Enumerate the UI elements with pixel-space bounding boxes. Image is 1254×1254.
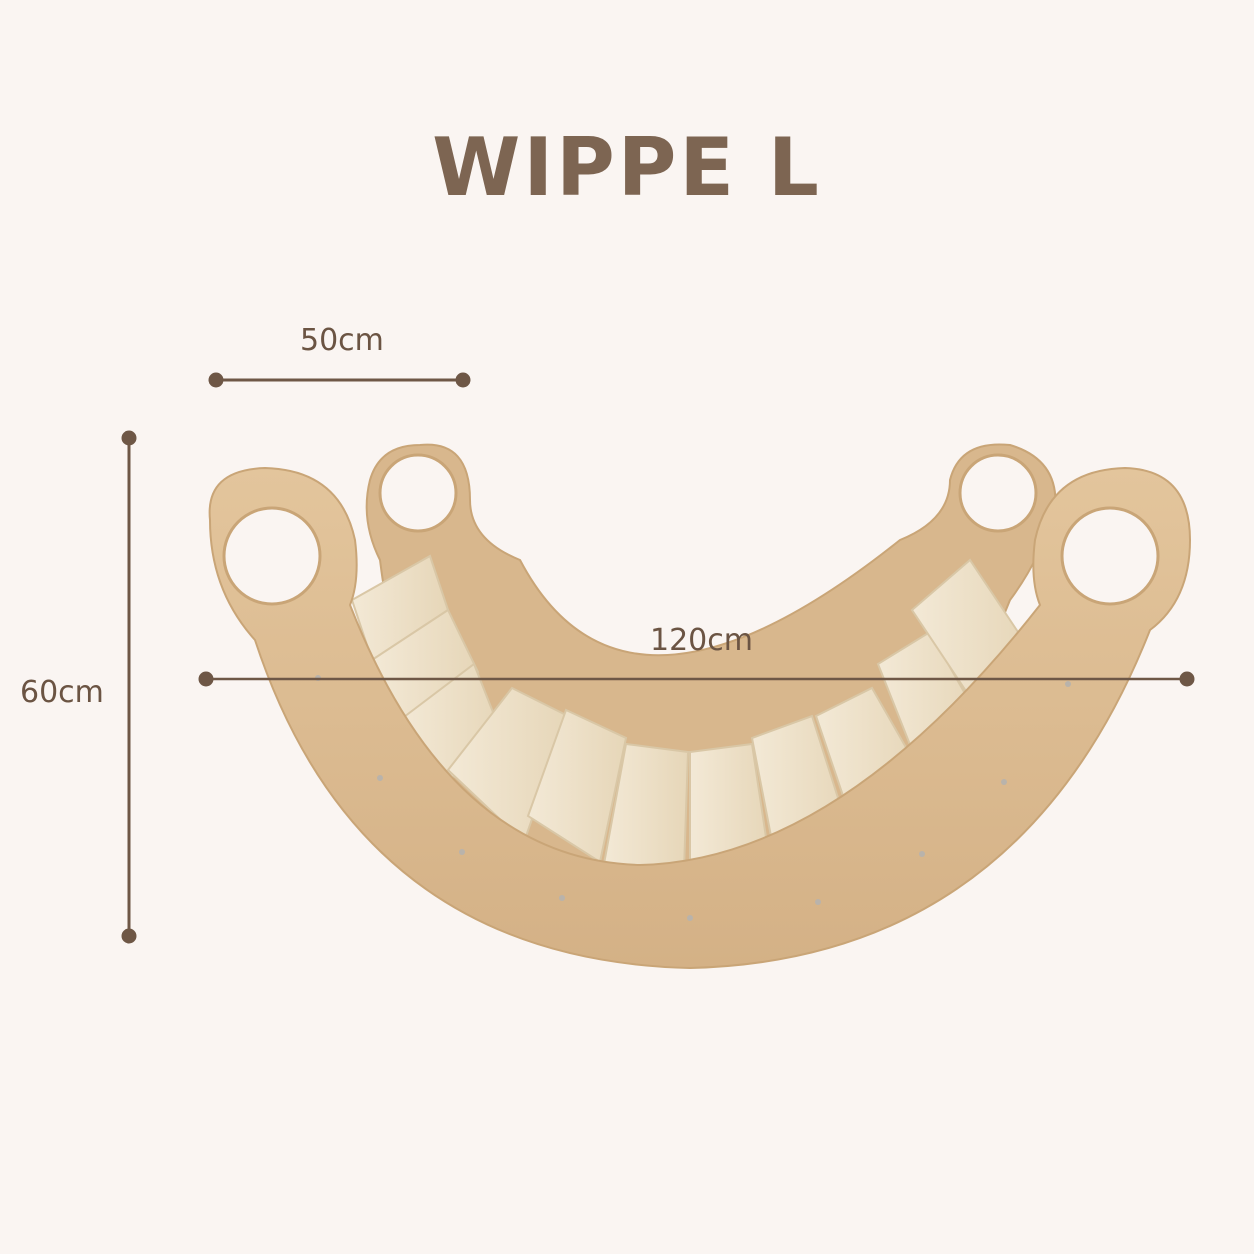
dimension-dot <box>198 671 214 687</box>
dimension-label-length: 120cm <box>650 623 753 658</box>
dimension-dot <box>208 372 224 388</box>
dimension-dot <box>455 372 471 388</box>
product-title: WIPPE L <box>432 121 822 214</box>
slat <box>526 708 628 864</box>
dimension-lines <box>121 372 1195 944</box>
handle-hole-left-front <box>222 506 322 606</box>
dimension-label-width-top: 50cm <box>300 323 384 358</box>
handle-hole-right-front <box>1060 506 1160 606</box>
dimension-label-height: 60cm <box>20 675 104 710</box>
front-side-panel <box>208 466 1192 970</box>
dimension-dot <box>121 928 137 944</box>
handle-hole-right-back <box>958 453 1038 533</box>
dimension-dot <box>121 430 137 446</box>
handle-hole-left-back <box>378 453 458 533</box>
dimension-dot <box>1179 671 1195 687</box>
